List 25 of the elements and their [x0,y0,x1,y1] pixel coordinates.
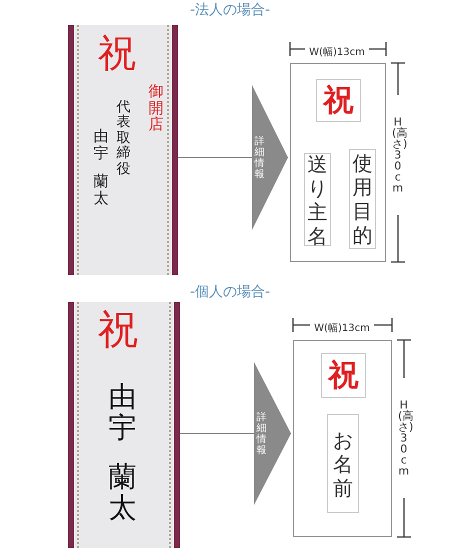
celebration-character: 祝 [98,33,136,75]
tag-outline [290,63,386,262]
chevron-arrow [180,362,292,505]
edge-label: 詳細情報 [256,412,266,456]
edge-label: 詳細情報 [254,136,264,180]
celebration-box: 祝 [316,79,361,122]
celebration-character: 祝 [98,308,138,352]
tag-text: 由宇 [108,382,138,444]
chevron-arrow [178,85,288,230]
tag-text: 蘭太 [108,462,138,524]
tag-text: 御開店 [148,83,164,132]
dimension-label: W(幅)13cm [309,46,365,59]
section-heading: -法人の場合- [190,1,270,19]
section-heading: -個人の場合- [190,283,270,301]
tag-text: 代表取締役 [116,100,131,177]
ribbon-tag [68,302,180,548]
dimension-label: W(幅)13cm [314,322,370,335]
tag-text: 蘭太 [93,173,109,206]
tag-text: 由宇 [93,128,109,161]
label-box: 使用目的 [349,149,376,249]
label-box: お名前 [327,414,359,513]
label-box: 送り主名 [304,153,331,246]
celebration-box: 祝 [321,353,366,398]
tag-outline [293,340,392,537]
ribbon-tag [68,25,178,275]
